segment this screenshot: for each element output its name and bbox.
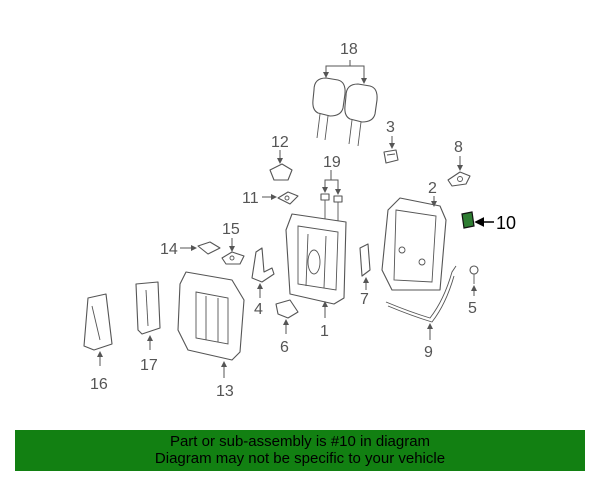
highlighted-part-10: [461, 211, 494, 229]
callout-8: 8: [454, 139, 463, 156]
callout-1: 1: [320, 323, 329, 340]
callout-18: 18: [340, 41, 358, 58]
headrest-part-18: [312, 60, 378, 147]
callout-6: 6: [280, 339, 289, 356]
callout-10: 10: [496, 213, 516, 233]
panel-part-16: [83, 293, 113, 366]
trim-part-11: [262, 191, 299, 205]
bolt-part-5: [469, 265, 479, 296]
callout-13: 13: [216, 383, 234, 400]
callout-3: 3: [386, 119, 395, 136]
callout-16: 16: [90, 376, 108, 393]
bracket-part-8: [447, 156, 471, 187]
hinge-part-4: [251, 247, 275, 298]
seatback-frame-part-1: [285, 213, 347, 318]
wire-part-9: [385, 265, 457, 340]
banner-line-1: Part or sub-assembly is #10 in diagram: [169, 433, 431, 450]
bracket-part-15: [221, 238, 245, 265]
latch-cover-part-12: [269, 150, 293, 181]
cover-part-6: [275, 299, 299, 334]
callout-4: 4: [254, 301, 263, 318]
callout-17: 17: [140, 357, 158, 374]
callout-19: 19: [323, 154, 341, 171]
callout-12: 12: [271, 134, 289, 151]
callout-14: 14: [160, 241, 178, 258]
callout-5: 5: [468, 300, 477, 317]
info-banner: Part or sub-assembly is #10 in diagram D…: [15, 430, 585, 471]
plate-part-14: [180, 241, 221, 255]
parts-diagram: 18 3 8 12 11 19 2: [83, 41, 516, 400]
guide-part-19: [320, 170, 343, 222]
side-trim-part-7: [359, 243, 371, 290]
banner-line-2: Diagram may not be specific to your vehi…: [154, 450, 446, 467]
clip-part-3: [383, 136, 399, 164]
callout-7: 7: [360, 291, 369, 308]
callout-15: 15: [222, 221, 240, 238]
callout-11: 11: [242, 190, 259, 207]
panel-part-17: [135, 281, 161, 350]
callout-9: 9: [424, 344, 433, 361]
seat-cover-part-13: [177, 271, 245, 378]
callout-2: 2: [428, 180, 437, 197]
seatback-panel-part-2: [381, 196, 447, 291]
